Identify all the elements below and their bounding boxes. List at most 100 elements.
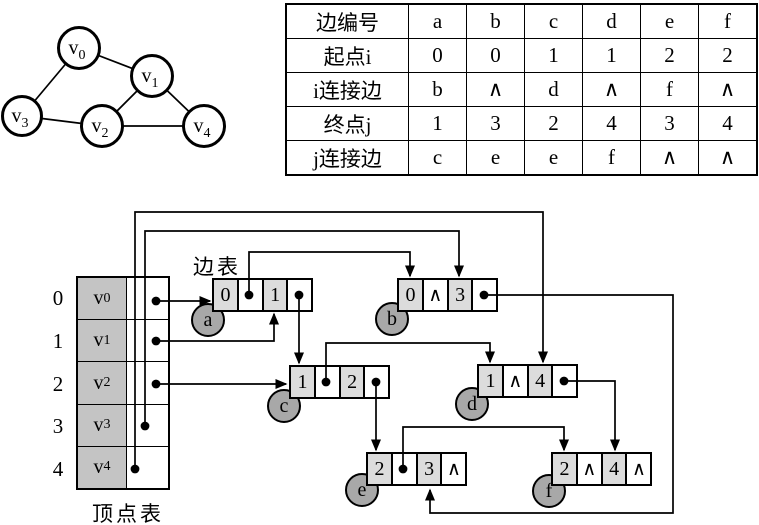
cell: f — [582, 140, 641, 176]
table-row-edge-id: 边编号 a b c d e f — [285, 3, 758, 39]
cell: e — [466, 140, 525, 176]
edge-node-e: 2 3 ∧ — [366, 452, 468, 486]
edge-a-ivex: 0 — [212, 278, 239, 312]
row-label: 终点j — [285, 106, 409, 141]
table-row-start-i: 起点i 0 0 1 1 2 2 — [285, 38, 758, 73]
edge-a-jvex: 1 — [261, 278, 289, 312]
graph-figure: v0 v1 v3 v2 v4 — [1, 26, 226, 148]
vertex-firstedge-pointer-v4 — [127, 446, 168, 489]
edge-c-jvex: 2 — [338, 365, 366, 399]
cell: 3 — [466, 106, 525, 141]
edge-f-ilink-null: ∧ — [575, 452, 603, 486]
edge-f-ivex: 2 — [551, 452, 578, 486]
graph-vertices: v0 v1 v3 v2 v4 — [1, 26, 226, 148]
edge-d-ivex: 1 — [477, 364, 504, 398]
edge-f-jvex: 4 — [600, 452, 628, 486]
cell: 1 — [524, 38, 583, 73]
graph-vertex-label-v1: v1 — [142, 65, 159, 91]
edge-f-jlink-null: ∧ — [625, 452, 653, 486]
edge-e-jlink-null: ∧ — [440, 452, 468, 486]
edge-e-ivex: 2 — [366, 452, 393, 486]
cell: d — [524, 72, 583, 107]
cell: ∧ — [466, 72, 525, 107]
null-pointer-glyph: ∧ — [508, 370, 523, 392]
edge-d-jvex: 4 — [526, 364, 554, 398]
graph-vertex-v1 — [130, 54, 174, 98]
vertex-index-2: 2 — [52, 372, 64, 396]
cell: 1 — [582, 38, 641, 73]
cell: f — [698, 3, 758, 39]
cell: 2 — [640, 38, 699, 73]
edge-e-jvex: 3 — [415, 452, 443, 486]
cell: ∧ — [698, 72, 758, 107]
null-pointer-glyph: ∧ — [428, 284, 443, 306]
vertex-index-3: 3 — [52, 414, 64, 438]
null-pointer-glyph: ∧ — [631, 458, 646, 480]
cell: 2 — [698, 38, 758, 73]
cell: d — [582, 3, 641, 39]
cell: 0 — [466, 38, 525, 73]
null-pointer-glyph: ∧ — [446, 458, 461, 480]
graph-vertex-label-v0: v0 — [69, 37, 86, 63]
table-row-ilink: i连接边 b ∧ d ∧ f ∧ — [285, 72, 758, 107]
cell: c — [408, 140, 467, 176]
table-row-end-j: 终点j 1 3 2 4 3 4 — [285, 106, 758, 141]
vertex-firstedge-pointer-v2 — [127, 362, 168, 404]
cell: a — [408, 3, 467, 39]
row-label: 起点i — [285, 38, 409, 73]
cell: ∧ — [640, 140, 699, 176]
graph-vertex-label-v4: v4 — [194, 115, 211, 141]
edge-node-f: 2 ∧ 4 ∧ — [551, 452, 653, 486]
edge-c-ivex: 1 — [289, 365, 316, 399]
cell: 1 — [408, 106, 467, 141]
vertex-index-4: 4 — [52, 457, 64, 481]
cell: e — [640, 3, 699, 39]
edge-node-b: 0 ∧ 3 — [397, 278, 499, 312]
vertex-table-caption: 顶点表 — [92, 502, 164, 525]
cell: c — [524, 3, 583, 39]
cell: 4 — [698, 106, 758, 141]
graph-vertex-v3 — [1, 95, 43, 137]
cell: e — [524, 140, 583, 176]
graph-vertex-v4 — [182, 104, 226, 148]
cell: f — [640, 72, 699, 107]
row-label: 边编号 — [285, 3, 409, 39]
edge-e-ilink-pointer — [390, 452, 418, 486]
edge-c-jlink-pointer — [363, 365, 391, 399]
cell: b — [408, 72, 467, 107]
cell: 3 — [640, 106, 699, 141]
edge-a-jlink-pointer — [286, 278, 314, 312]
cell: 0 — [408, 38, 467, 73]
graph-vertex-label-v3: v3 — [12, 105, 29, 131]
row-label: j连接边 — [285, 140, 409, 176]
cell: ∧ — [698, 140, 758, 176]
edge-b-ivex: 0 — [397, 278, 424, 312]
null-pointer-glyph: ∧ — [582, 458, 597, 480]
vertex-index-1: 1 — [52, 329, 64, 353]
graph-vertex-v0 — [57, 26, 101, 70]
edge-d-jlink-pointer — [551, 364, 579, 398]
edge-node-c: 1 2 — [289, 365, 391, 399]
edge-c-ilink-pointer — [313, 365, 341, 399]
cell: ∧ — [582, 72, 641, 107]
edge-table-caption: 边表 — [193, 255, 241, 279]
edge-node-d: 1 ∧ 4 — [477, 364, 579, 398]
cell: b — [466, 3, 525, 39]
vertex-firstedge-pointer-v3 — [127, 404, 168, 446]
graph-vertex-label-v2: v2 — [92, 115, 109, 141]
cell: 2 — [524, 106, 583, 141]
edge-b-ilink-null: ∧ — [421, 278, 449, 312]
edge-info-table: 边编号 a b c d e f 起点i 0 0 1 1 2 2 i连接边 b ∧… — [285, 3, 758, 176]
edge-a-ilink-pointer — [236, 278, 264, 312]
graph-vertex-v2 — [80, 104, 124, 148]
